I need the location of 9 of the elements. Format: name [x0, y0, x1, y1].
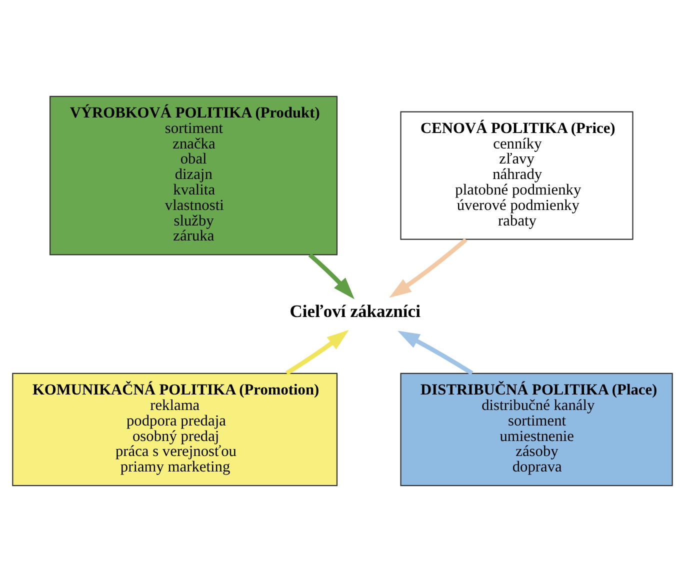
node-box: CENOVÁ POLITIKA (Price) cenníky zľavy náhrady platobné podmienky úverové podmienky rabaty: [400, 110, 634, 240]
arrow: [308, 252, 355, 299]
node-box: DISTRIBUČNÁ POLITIKA (Place) distribučné kanály sortiment umiestnenie zásoby doprava: [400, 372, 673, 486]
arrow: [398, 330, 474, 375]
node-box: VÝROBKOVÁ POLITIKA (Produkt) sortiment značka obal dizajn kvalita vlastnosti služby záruka: [50, 95, 338, 255]
node-text: Cieľoví zákazníci: [290, 300, 421, 321]
node-box: KOMUNIKAČNÁ POLITIKA (Promotion) reklama podpora predaja osobný predaj práca s verejnosťou priamy marketing: [12, 372, 338, 486]
arrow: [285, 329, 349, 375]
arrow: [389, 237, 468, 298]
